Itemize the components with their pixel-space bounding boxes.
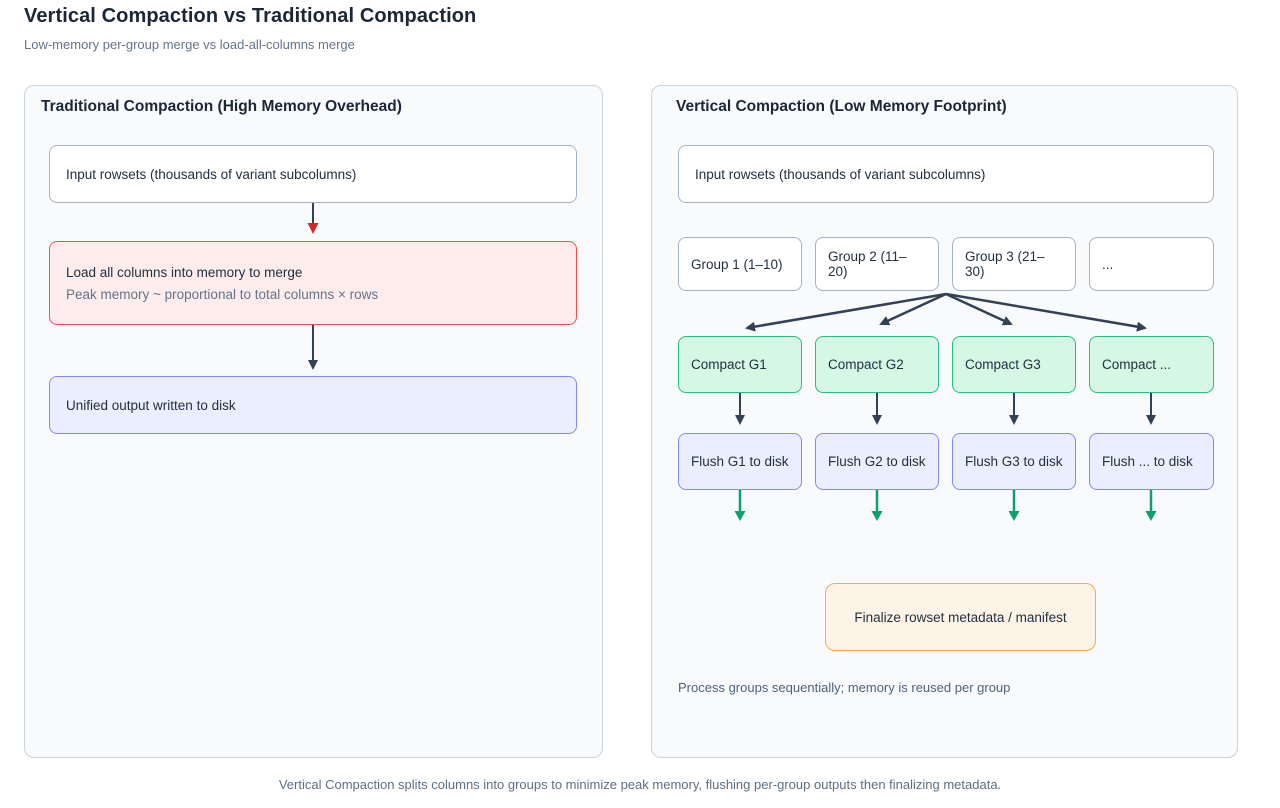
load-node-subtitle: Peak memory ~ proportional to total colu… bbox=[66, 286, 379, 302]
traditional-panel-title: Traditional Compaction (High Memory Over… bbox=[41, 98, 402, 115]
vertical-panel-title: Vertical Compaction (Low Memory Footprin… bbox=[676, 98, 1007, 115]
unified-output-node: Unified output written to disk bbox=[49, 376, 577, 434]
sequential-processing-note: Process groups sequentially; memory is r… bbox=[678, 680, 1011, 695]
vertical-input-node: Input rowsets (thousands of variant subc… bbox=[678, 145, 1214, 203]
flush-g1-node: Flush G1 to disk bbox=[678, 433, 802, 490]
flush-g2-node: Flush G2 to disk bbox=[815, 433, 939, 490]
load-node-title: Load all columns into memory to merge bbox=[66, 264, 303, 280]
arrow-fan-to-compact-ellipsis bbox=[945, 292, 1147, 332]
vertical-compaction-panel: Vertical Compaction (Low Memory Footprin… bbox=[651, 85, 1238, 758]
arrow-fan-to-compact-g3 bbox=[945, 292, 1013, 326]
bottom-caption: Vertical Compaction splits columns into … bbox=[278, 777, 1002, 792]
compact-ellipsis-node: Compact ... bbox=[1089, 336, 1214, 393]
traditional-input-node: Input rowsets (thousands of variant subc… bbox=[49, 145, 577, 203]
traditional-compaction-panel: Traditional Compaction (High Memory Over… bbox=[24, 85, 603, 758]
flush-ellipsis-node: Flush ... to disk bbox=[1089, 433, 1214, 490]
compact-g3-node: Compact G3 bbox=[952, 336, 1076, 393]
group-2-node: Group 2 (11–20) bbox=[815, 237, 939, 291]
group-1-node: Group 1 (1–10) bbox=[678, 237, 802, 291]
load-all-columns-node: Load all columns into memory to merge Pe… bbox=[49, 241, 577, 325]
group-3-node: Group 3 (21–30) bbox=[952, 237, 1076, 291]
finalize-metadata-node: Finalize rowset metadata / manifest bbox=[825, 583, 1096, 651]
page-title: Vertical Compaction vs Traditional Compa… bbox=[24, 5, 477, 27]
page-subtitle: Low-memory per-group merge vs load-all-c… bbox=[24, 37, 355, 52]
compact-g2-node: Compact G2 bbox=[815, 336, 939, 393]
group-ellipsis-node: ... bbox=[1089, 237, 1214, 291]
arrow-fan-to-compact-g1 bbox=[745, 292, 947, 332]
arrow-fan-to-compact-g2 bbox=[879, 292, 947, 326]
compact-g1-node: Compact G1 bbox=[678, 336, 802, 393]
flush-g3-node: Flush G3 to disk bbox=[952, 433, 1076, 490]
